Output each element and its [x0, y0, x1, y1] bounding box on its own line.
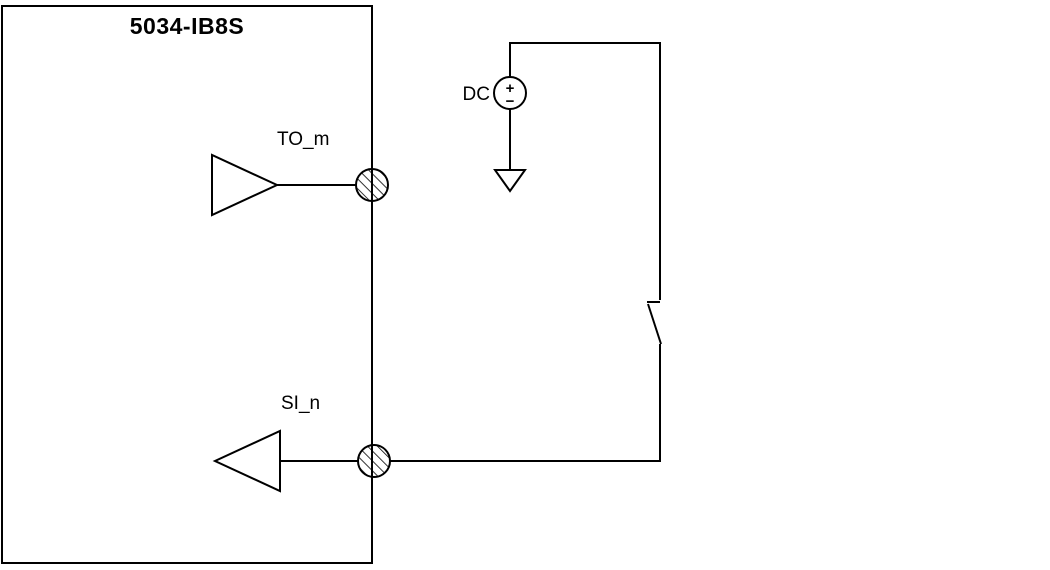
module-title: 5034-IB8S: [130, 13, 244, 39]
output-label: TO_m: [277, 129, 329, 150]
module-outline: [1, 5, 373, 564]
input-terminal-icon: [357, 444, 391, 478]
supply-wire: [509, 42, 661, 300]
dc-source-label: DC: [463, 84, 490, 105]
ground-symbol-icon: [493, 169, 527, 193]
output-terminal-icon: [355, 168, 389, 202]
output-buffer-triangle-icon: [211, 153, 280, 217]
return-wire: [390, 344, 661, 462]
input-label: SI_n: [281, 393, 320, 414]
minus-sign: −: [506, 93, 515, 110]
switch-lever-icon: [647, 303, 662, 345]
input-buffer-triangle-icon: [212, 429, 281, 493]
plus-sign: +: [506, 80, 515, 97]
